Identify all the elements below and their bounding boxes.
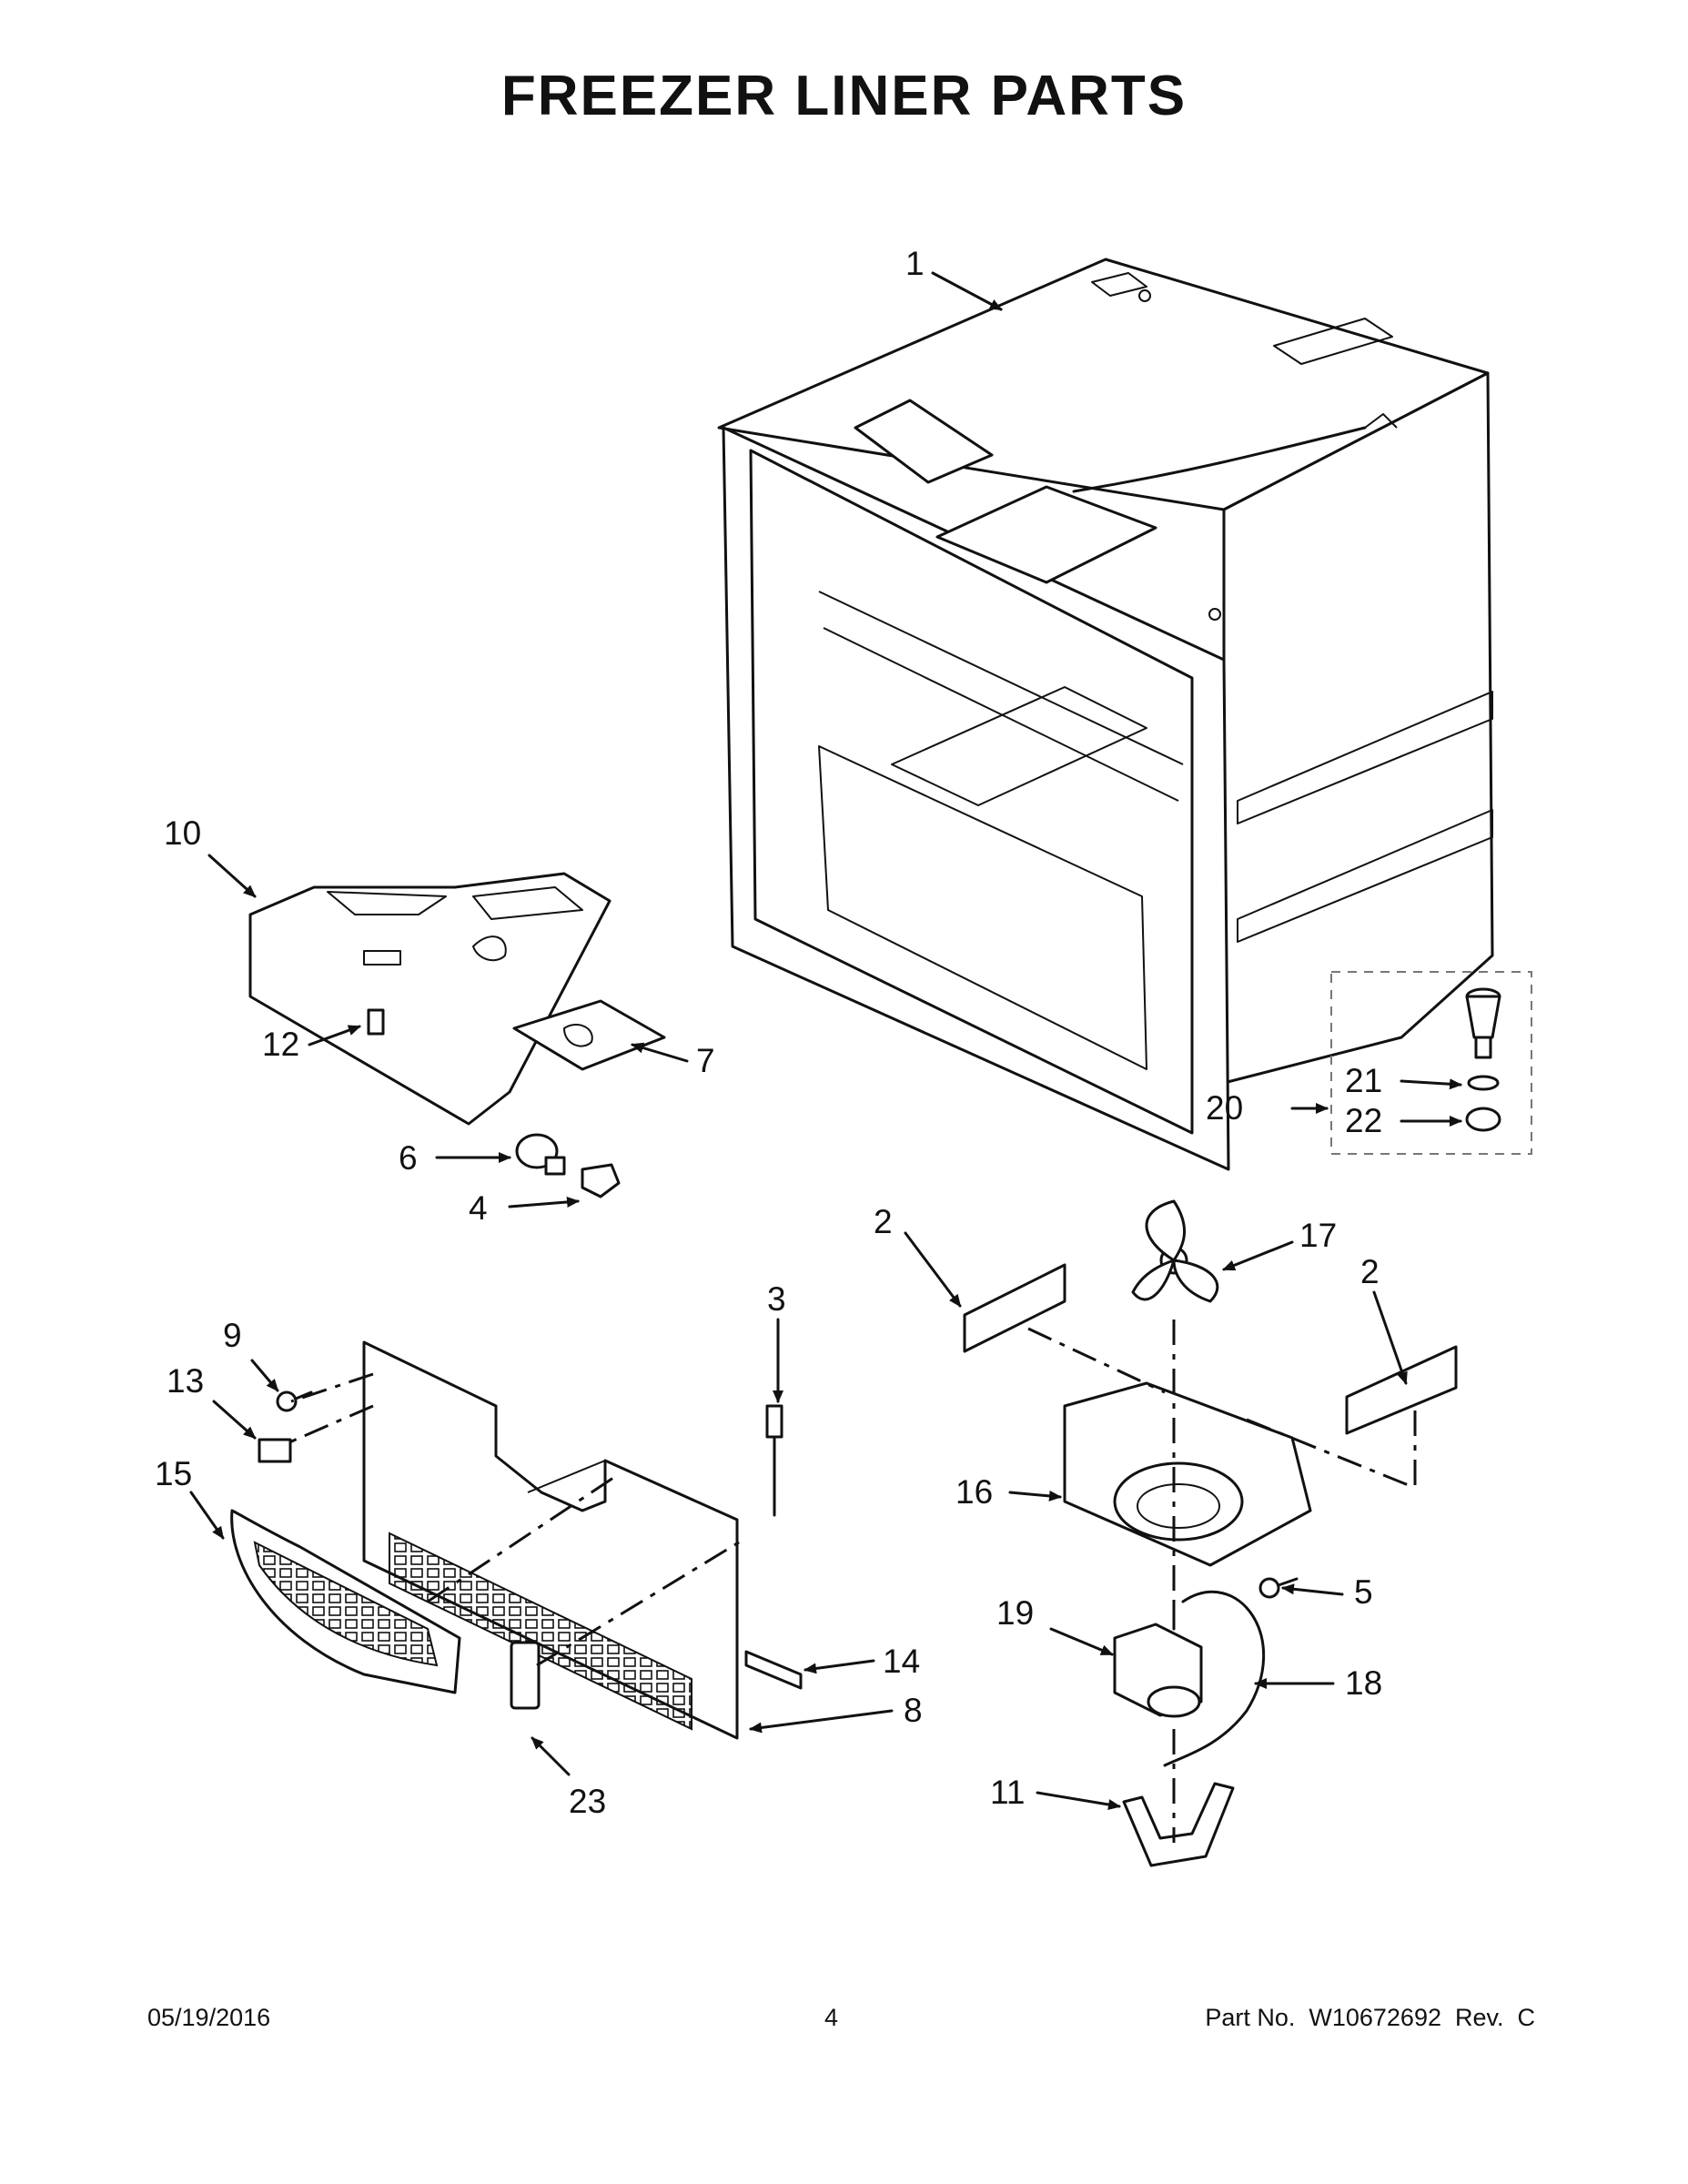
fan-blade-part-17 [1131,1199,1219,1303]
motor-bracket-part-11 [1122,1782,1235,1867]
callout-2-right: 2 [1360,1253,1380,1290]
callout-5: 5 [1354,1573,1373,1611]
strip-part-14 [744,1650,803,1690]
callout-17: 17 [1299,1217,1337,1254]
footer-date: 05/19/2016 [147,2004,271,2031]
callout-18: 18 [1345,1664,1382,1702]
callout-6: 6 [399,1139,418,1177]
callout-1: 1 [905,245,925,282]
seal-part-7 [512,999,666,1071]
callout-21: 21 [1345,1062,1382,1099]
switch-part-12 [367,1008,385,1036]
freezer-liner-part-1 [717,258,1494,1171]
callout-3: 3 [767,1280,786,1318]
pad-part-2-left [963,1263,1066,1353]
callout-19: 19 [996,1594,1034,1632]
clip-part-23 [510,1641,541,1710]
evaporator-cover-part-8 [362,1340,739,1740]
housing-part-10 [248,872,612,1126]
callout-4: 4 [469,1189,488,1227]
callout-labels: 1 2 2 3 4 5 6 7 8 9 10 11 12 13 14 15 16… [155,245,1382,1820]
callout-12: 12 [262,1026,299,1063]
fan-motor-part-19 [1113,1600,1203,1718]
callout-13: 13 [167,1362,204,1400]
bracket-part-13 [258,1438,292,1463]
grille-part-15 [230,1509,461,1694]
callout-15: 15 [155,1455,192,1492]
washer-part-22 [1465,1107,1501,1132]
pad-part-2-right [1345,1345,1458,1435]
kit-box-part-20 [1330,971,1532,1155]
footer-page-number: 4 [824,2004,839,2031]
footer-part-number: Part No. W10672692 Rev. C [1205,2004,1535,2031]
valve-part-21 [1465,987,1501,1091]
screw-part-9 [276,1390,313,1412]
callout-11: 11 [990,1774,1025,1811]
lamp-socket-part-4 [581,1163,621,1198]
callout-8: 8 [904,1692,923,1729]
callout-20: 20 [1206,1089,1243,1127]
callout-2-left: 2 [874,1203,893,1240]
callout-23: 23 [569,1783,606,1820]
callout-9: 9 [223,1317,242,1354]
lamp-part-6 [515,1133,566,1176]
callout-14: 14 [883,1643,920,1680]
fan-shroud-part-16 [1063,1381,1312,1567]
callout-10: 10 [164,814,201,852]
thermistor-part-3 [765,1404,783,1517]
callout-7: 7 [696,1042,715,1079]
page-title: FREEZER LINER PARTS [500,65,1188,127]
callout-22: 22 [1345,1102,1382,1139]
callout-16: 16 [955,1473,993,1511]
